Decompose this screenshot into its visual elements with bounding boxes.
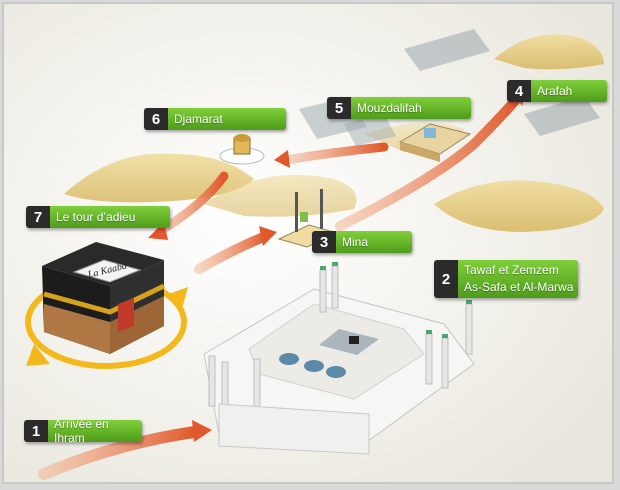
pilgrimage-map: La Kaaba 1 Arrivée en Ihram 2 Tawaf et Z… bbox=[2, 2, 614, 484]
djamarat-building bbox=[219, 134, 265, 165]
step-1-number: 1 bbox=[24, 420, 48, 442]
step-3-label[interactable]: 3 Mina bbox=[312, 231, 412, 253]
step-7-text: Le tour d’adieu bbox=[50, 206, 170, 228]
step-2-line-1: Tawaf et Zemzem bbox=[464, 263, 559, 277]
hill-arafah bbox=[494, 34, 604, 70]
hill-mina bbox=[204, 174, 357, 217]
step-6-text: Djamarat bbox=[168, 108, 286, 130]
step-7-number: 7 bbox=[26, 206, 50, 228]
kaaba-cube bbox=[25, 242, 188, 369]
step-2-text: Tawaf et Zemzem As-Safa et Al-Marwa bbox=[458, 260, 578, 298]
step-7-label[interactable]: 7 Le tour d’adieu bbox=[26, 206, 170, 228]
step-6-label[interactable]: 6 Djamarat bbox=[144, 108, 286, 130]
mouzdalifah-building bbox=[398, 123, 472, 162]
step-5-text: Mouzdalifah bbox=[351, 97, 471, 119]
step-4-number: 4 bbox=[507, 80, 531, 102]
hill-east bbox=[434, 180, 604, 232]
step-2-line-2: As-Safa et Al-Marwa bbox=[464, 280, 574, 294]
tents-arafah bbox=[404, 29, 600, 136]
step-1-text: Arrivée en Ihram bbox=[48, 420, 142, 442]
step-3-text: Mina bbox=[336, 231, 412, 253]
step-5-label[interactable]: 5 Mouzdalifah bbox=[327, 97, 471, 119]
route-arrows bbox=[38, 91, 524, 480]
step-6-number: 6 bbox=[144, 108, 168, 130]
grand-mosque bbox=[203, 262, 475, 455]
step-4-text: Arafah bbox=[531, 80, 607, 102]
step-4-label[interactable]: 4 Arafah bbox=[507, 80, 607, 102]
step-5-number: 5 bbox=[327, 97, 351, 119]
step-2-number: 2 bbox=[434, 260, 458, 298]
map-illustration: La Kaaba bbox=[4, 4, 612, 482]
step-2-label[interactable]: 2 Tawaf et Zemzem As-Safa et Al-Marwa bbox=[434, 260, 578, 298]
step-3-number: 3 bbox=[312, 231, 336, 253]
step-1-label[interactable]: 1 Arrivée en Ihram bbox=[24, 420, 142, 442]
